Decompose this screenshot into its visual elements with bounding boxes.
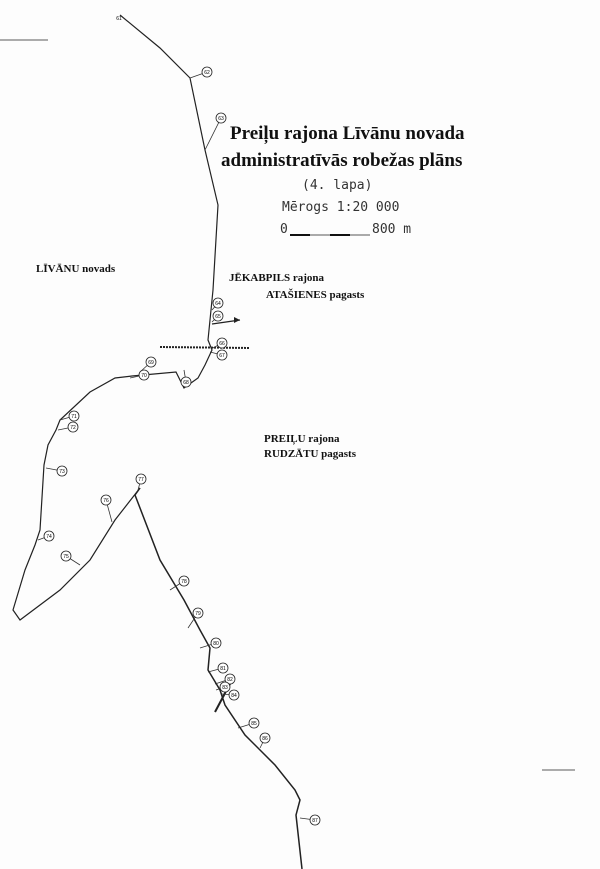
- boundary-point-label: 63: [218, 116, 224, 122]
- boundary-point-67: 67: [209, 349, 228, 361]
- boundary-point-70: 70: [129, 369, 150, 381]
- boundary-point-71: 71: [59, 410, 80, 422]
- boundary-point-68: 68: [180, 369, 192, 388]
- boundary-point-83: 83: [215, 681, 231, 693]
- boundary-point-label: 73: [59, 469, 65, 475]
- boundary-point-label: 74: [46, 534, 52, 540]
- boundary-point-label: 62: [204, 70, 210, 76]
- boundary-point-label: 82: [227, 677, 233, 683]
- boundary-point-65: 65: [211, 310, 224, 323]
- map-title-line2: administratīvās robežas plāns: [221, 150, 463, 171]
- sheet-number: (4. lapa): [302, 178, 373, 193]
- boundary-point-81: 81: [207, 662, 229, 674]
- scalebar-start: 0: [280, 222, 288, 237]
- boundary-point-label: 85: [251, 721, 257, 727]
- boundary-point-label: 71: [71, 414, 77, 420]
- scale-text: Mērogs 1:20 000: [282, 200, 400, 215]
- boundary-point-label: 76: [103, 498, 109, 504]
- scalebar-end: 800 m: [372, 222, 412, 237]
- boundary-point-label: 67: [219, 353, 225, 359]
- boundary-point-75: 75: [60, 550, 81, 566]
- boundary-point-label: 70: [141, 373, 147, 379]
- boundary-point-label: 81: [220, 666, 226, 672]
- boundary-point-label: 69: [148, 360, 154, 366]
- boundary-point-label: 65: [215, 314, 221, 320]
- boundary-point-84: 84: [221, 689, 240, 701]
- boundary-point-74: 74: [37, 530, 55, 542]
- region-livanu: LĪVĀNU novads: [36, 263, 116, 275]
- boundary-point-87: 87: [299, 814, 321, 826]
- boundary-line: [0, 14, 575, 869]
- boundary-point-61: 61: [116, 16, 122, 22]
- boundary-point-63: 63: [204, 112, 227, 151]
- region-preilu: PREIĻU rajona: [264, 433, 340, 445]
- boundary-point-62: 62: [189, 66, 213, 79]
- boundary-point-73: 73: [45, 465, 68, 477]
- boundary-point-label: 68: [183, 380, 189, 386]
- boundary-point-label: 75: [63, 554, 69, 560]
- boundary-point-label: 72: [70, 425, 76, 431]
- boundary-point-76: 76: [100, 494, 113, 523]
- boundary-point-label: 66: [219, 341, 225, 347]
- map-title-line1: Preiļu rajona Līvānu novada: [230, 123, 465, 144]
- boundary-point-66: 66: [212, 337, 228, 349]
- boundary-point-label: 84: [231, 693, 237, 699]
- boundary-point-label: 79: [195, 611, 201, 617]
- boundary-point-80: 80: [199, 637, 222, 649]
- boundary-point-86: 86: [259, 732, 271, 749]
- boundary-point-label: 83: [222, 685, 228, 691]
- boundary-point-label: 64: [215, 301, 221, 307]
- boundary-point-78: 78: [169, 575, 190, 591]
- region-rudzatu: RUDZĀTU pagasts: [264, 448, 356, 460]
- boundary-point-label: 86: [262, 736, 268, 742]
- boundary-points: 61 62 63 64 65 66 67 68 69 70 71 72 73 74 75 76 77 78 79 80…: [37, 16, 321, 826]
- boundary-point-64: 64: [211, 297, 224, 311]
- boundary-point-85: 85: [237, 717, 260, 729]
- boundary-point-label: 61: [116, 16, 122, 22]
- boundary-point-79: 79: [187, 607, 204, 629]
- boundary-point-82: 82: [214, 673, 236, 685]
- boundary-point-label: 80: [213, 641, 219, 647]
- boundary-point-72: 72: [57, 421, 79, 433]
- boundary-point-77: 77: [135, 473, 147, 491]
- boundary-point-69: 69: [139, 356, 157, 373]
- region-jekabpils: JĒKABPILS rajona: [229, 272, 325, 284]
- boundary-point-label: 77: [138, 477, 144, 483]
- boundary-point-label: 78: [181, 579, 187, 585]
- boundary-point-label: 87: [312, 818, 318, 824]
- scalebar: [290, 234, 370, 236]
- region-atasienes: ATAŠIENES pagasts: [266, 289, 365, 301]
